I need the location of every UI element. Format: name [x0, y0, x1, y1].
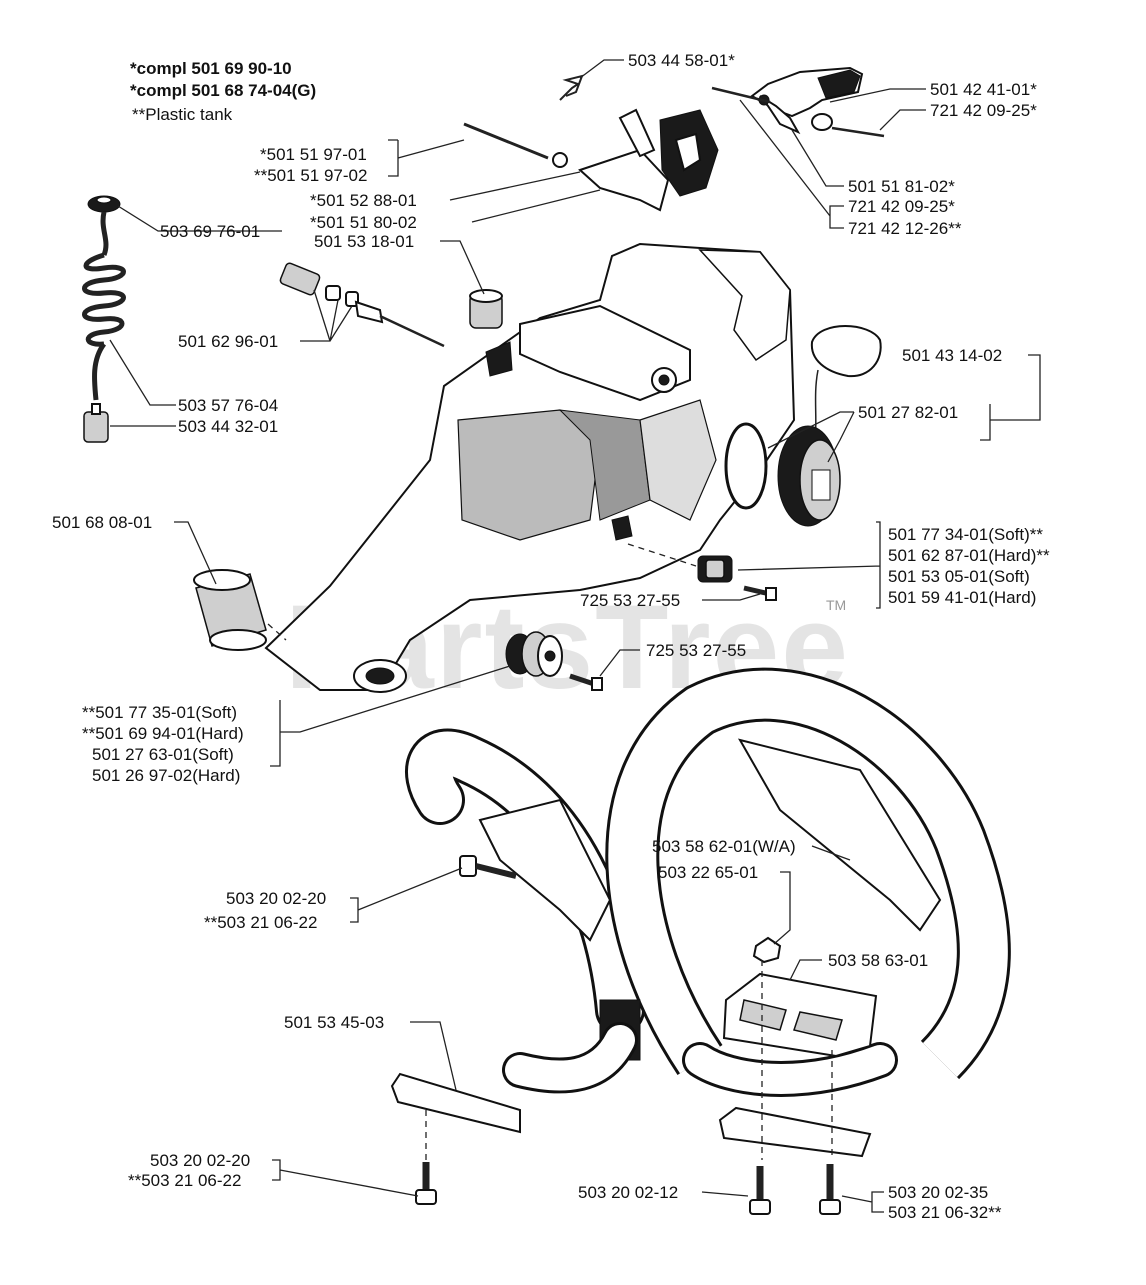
oil-nipple-illustration	[279, 262, 445, 348]
label-503-20-02-20-upper: 503 20 02-20	[226, 889, 326, 908]
label-501-59-41-01: 501 59 41-01(Hard)	[888, 588, 1036, 607]
label-501-77-34-01: 501 77 34-01(Soft)**	[888, 525, 1043, 544]
label-501-53-05-01: 501 53 05-01(Soft)	[888, 567, 1030, 586]
label-501-62-96-01: 501 62 96-01	[178, 332, 278, 351]
label-503-20-02-35: 503 20 02-35	[888, 1183, 988, 1202]
throttle-lever-illustration	[578, 108, 719, 212]
screw-725-a-illustration	[743, 585, 777, 601]
label-503-44-58-01: 503 44 58-01*	[628, 51, 735, 70]
throttle-spring-illustration	[559, 74, 584, 101]
label-721-42-09-25-top: 721 42 09-25*	[930, 101, 1037, 120]
label-503-44-32-01: 503 44 32-01	[178, 417, 278, 436]
label-501-51-97-01: *501 51 97-01	[260, 145, 367, 164]
label-725-53-27-55-a: 725 53 27-55	[580, 591, 680, 610]
label-501-69-94-01: **501 69 94-01(Hard)	[82, 724, 244, 743]
header-compl-2: *compl 501 68 74-04(G)	[130, 81, 316, 100]
label-503-58-63-01: 503 58 63-01	[828, 951, 928, 970]
label-503-20-02-20-lower: 503 20 02-20	[150, 1151, 250, 1170]
label-501-51-80-02: *501 51 80-02	[310, 213, 417, 232]
screw-503-upper-illustration	[459, 855, 517, 879]
label-501-43-14-02: 501 43 14-02	[902, 346, 1002, 365]
label-725-53-27-55-b: 725 53 27-55	[646, 641, 746, 660]
throttle-rod-illustration	[463, 122, 549, 160]
leader-lines	[109, 59, 1041, 1213]
tank-housing-illustration	[264, 242, 796, 693]
label-501-42-41-01: 501 42 41-01*	[930, 80, 1037, 99]
screw-503-20-02-12-illustration	[749, 1166, 771, 1215]
label-503-69-76-01: 503 69 76-01	[160, 222, 260, 241]
nut-illustration	[752, 936, 782, 964]
screw-725-b-illustration	[569, 673, 603, 691]
label-501-62-87-01: 501 62 87-01(Hard)**	[888, 546, 1050, 565]
av-spring-element-illustration	[505, 631, 563, 677]
av-element-right-illustration	[697, 555, 733, 583]
fuel-cap-illustration	[777, 325, 882, 527]
o-ring-illustration	[724, 422, 768, 510]
trigger-spring-illustration	[811, 113, 885, 138]
label-503-21-06-32: 503 21 06-32**	[888, 1203, 1002, 1222]
label-503-21-06-22-upper: **503 21 06-22	[204, 913, 317, 932]
label-501-68-08-01: 501 68 08-01	[52, 513, 152, 532]
label-501-77-35-01: **501 77 35-01(Soft)	[82, 703, 237, 722]
label-501-53-18-01: 501 53 18-01	[314, 232, 414, 251]
label-721-42-12-26: 721 42 12-26**	[848, 219, 962, 238]
throttle-trigger-illustration	[750, 66, 864, 135]
front-handle-illustration	[405, 667, 1011, 1097]
label-501-51-81-02: 501 51 81-02*	[848, 177, 955, 196]
label-503-22-65-01: 503 22 65-01	[658, 863, 758, 882]
screw-503-lower-left-illustration	[415, 1162, 437, 1205]
label-503-57-76-04: 503 57 76-04	[178, 396, 278, 415]
trigger-pin-illustration	[711, 86, 771, 104]
label-501-26-97-02: 501 26 97-02(Hard)	[92, 766, 240, 785]
header-compl-1: *compl 501 69 90-10	[130, 59, 292, 78]
watermark-tm: TM	[826, 597, 846, 613]
label-721-42-09-25-mid: 721 42 09-25*	[848, 197, 955, 216]
part-labels: 503 44 58-01* 501 42 41-01* 721 42 09-25…	[52, 51, 1050, 1222]
bushing-illustration	[469, 289, 503, 329]
label-503-20-02-12: 503 20 02-12	[578, 1183, 678, 1202]
label-501-53-45-03: 501 53 45-03	[284, 1013, 384, 1032]
label-501-51-97-02: **501 51 97-02	[254, 166, 367, 185]
label-501-52-88-01: *501 52 88-01	[310, 191, 417, 210]
assembly-dashed-lines	[267, 543, 833, 1160]
header-plastic-tank-note: **Plastic tank	[132, 105, 233, 124]
label-501-27-82-01: 501 27 82-01	[858, 403, 958, 422]
label-501-27-63-01: 501 27 63-01(Soft)	[92, 745, 234, 764]
label-503-58-62-01: 503 58 62-01(W/A)	[652, 837, 796, 856]
screw-503-20-02-35-illustration	[819, 1164, 841, 1215]
washer-illustration	[552, 152, 568, 168]
fuel-hose-illustration	[82, 195, 126, 401]
fuel-filter-illustration	[83, 403, 109, 443]
av-buffer-left-illustration	[193, 569, 267, 651]
label-503-21-06-22-lower: **503 21 06-22	[128, 1171, 241, 1190]
mounting-block-illustration	[722, 972, 878, 1058]
